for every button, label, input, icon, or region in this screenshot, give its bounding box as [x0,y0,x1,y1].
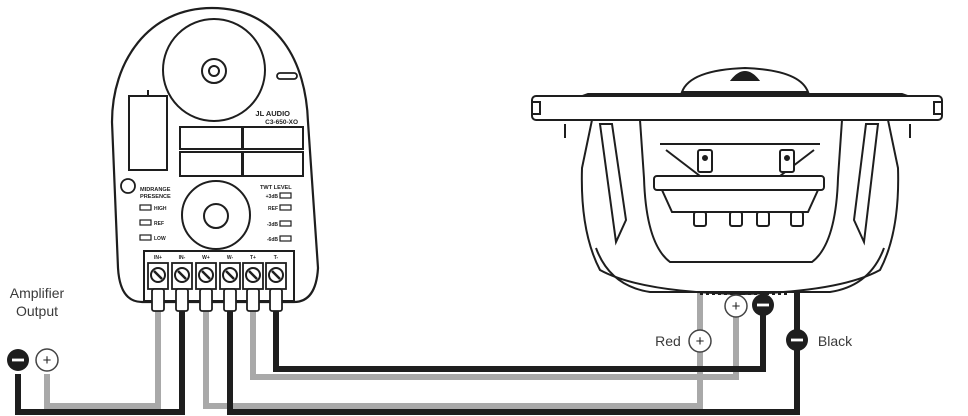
capacitor-large-top [162,18,266,122]
wire-crimp-t-plus [246,288,260,312]
component-boxes [179,126,304,177]
mounting-flange [531,95,943,121]
basket-window-right [852,123,880,246]
twt-jumper-minus6[interactable] [279,235,292,242]
red-plus-symbol: + [696,333,705,350]
wire-crimp-in-minus [175,288,189,312]
capacitor-lower-center [203,203,229,229]
switch-knob [120,178,136,194]
speaker-terminal-connectors [693,211,804,227]
midrange-title-2: PRESENCE [140,194,171,200]
magnet-ring [653,175,825,191]
crossover-model: C3-650-XO [265,119,298,126]
wire-crimp-in-plus [151,288,165,312]
twt-option-ref: REF [268,206,278,212]
amp-plus-symbol: + [43,352,52,369]
wire-crimp-t-minus [269,288,283,312]
mid-option-ref: REF [154,221,164,227]
terminal-screws [147,262,287,312]
capacitor-cap-inner [208,65,220,77]
basket-window-left [598,123,628,246]
terminal-label-t-minus: T- [274,255,279,261]
polarity-markers: + + + [7,294,808,372]
coaxial-speaker [531,66,943,296]
magnet-body [660,189,820,213]
flange-left-tab [532,101,541,115]
twt-option-minus6: -6dB [267,237,279,243]
terminal-label-in-plus: IN+ [154,255,162,261]
red-plus-marker [688,329,712,353]
amp-plus-marker [35,348,59,372]
terminal-label-w-minus: W- [227,255,234,261]
mid-option-low: LOW [154,236,166,242]
tweeter-tip [729,71,761,81]
midrange-title: MIDRANGE [140,187,171,193]
mid-option-high: HIGH [154,206,167,212]
twt-jumper-minus3[interactable] [279,220,292,227]
capacitor-lower [181,180,251,250]
wire-crimp-w-plus [199,288,213,312]
wire-woofer-negative [227,222,800,415]
mid-jumper-high[interactable] [139,204,152,211]
twt-level-title: TWT LEVEL [260,185,292,191]
wires [15,222,800,415]
crossover-network: JL AUDIO C3-650-XO MIDRANGE PRESENCE HIG… [110,6,320,312]
resistor-block [128,95,168,171]
tweeter-plus-marker [724,294,748,318]
speaker-bottom [595,247,885,293]
twt-jumper-plus3[interactable] [279,192,292,199]
twt-option-plus3: +3dB [266,194,279,200]
amplifier-label-2: Output [16,303,58,319]
wire-amp-positive [44,296,161,409]
wire-crimp-w-minus [223,288,237,312]
basket-inner [638,119,844,263]
wire-woofer-positive [203,222,703,409]
slot-mark [276,72,298,80]
terminal-labels: IN+ IN- W+ W- T+ T- [154,255,279,261]
amplifier-label: Amplifier [10,285,65,301]
terminal-label-t-plus: T+ [250,255,256,261]
twt-jumper-ref[interactable] [279,204,292,211]
terminal-label-in-minus: IN- [179,255,186,261]
tweeter-plus-symbol: + [732,298,741,315]
mid-jumper-ref[interactable] [139,219,152,226]
mid-jumper-low[interactable] [139,234,152,241]
terminal-label-w-plus: W+ [202,255,210,261]
wire-amp-negative [15,296,185,415]
capacitor-cap-outer [201,58,227,84]
flange-right-tab [933,101,942,115]
red-label: Red [655,333,681,349]
crossover-brand: JL AUDIO [255,109,290,118]
black-label: Black [818,333,853,349]
twt-option-minus3: -3dB [267,222,279,228]
